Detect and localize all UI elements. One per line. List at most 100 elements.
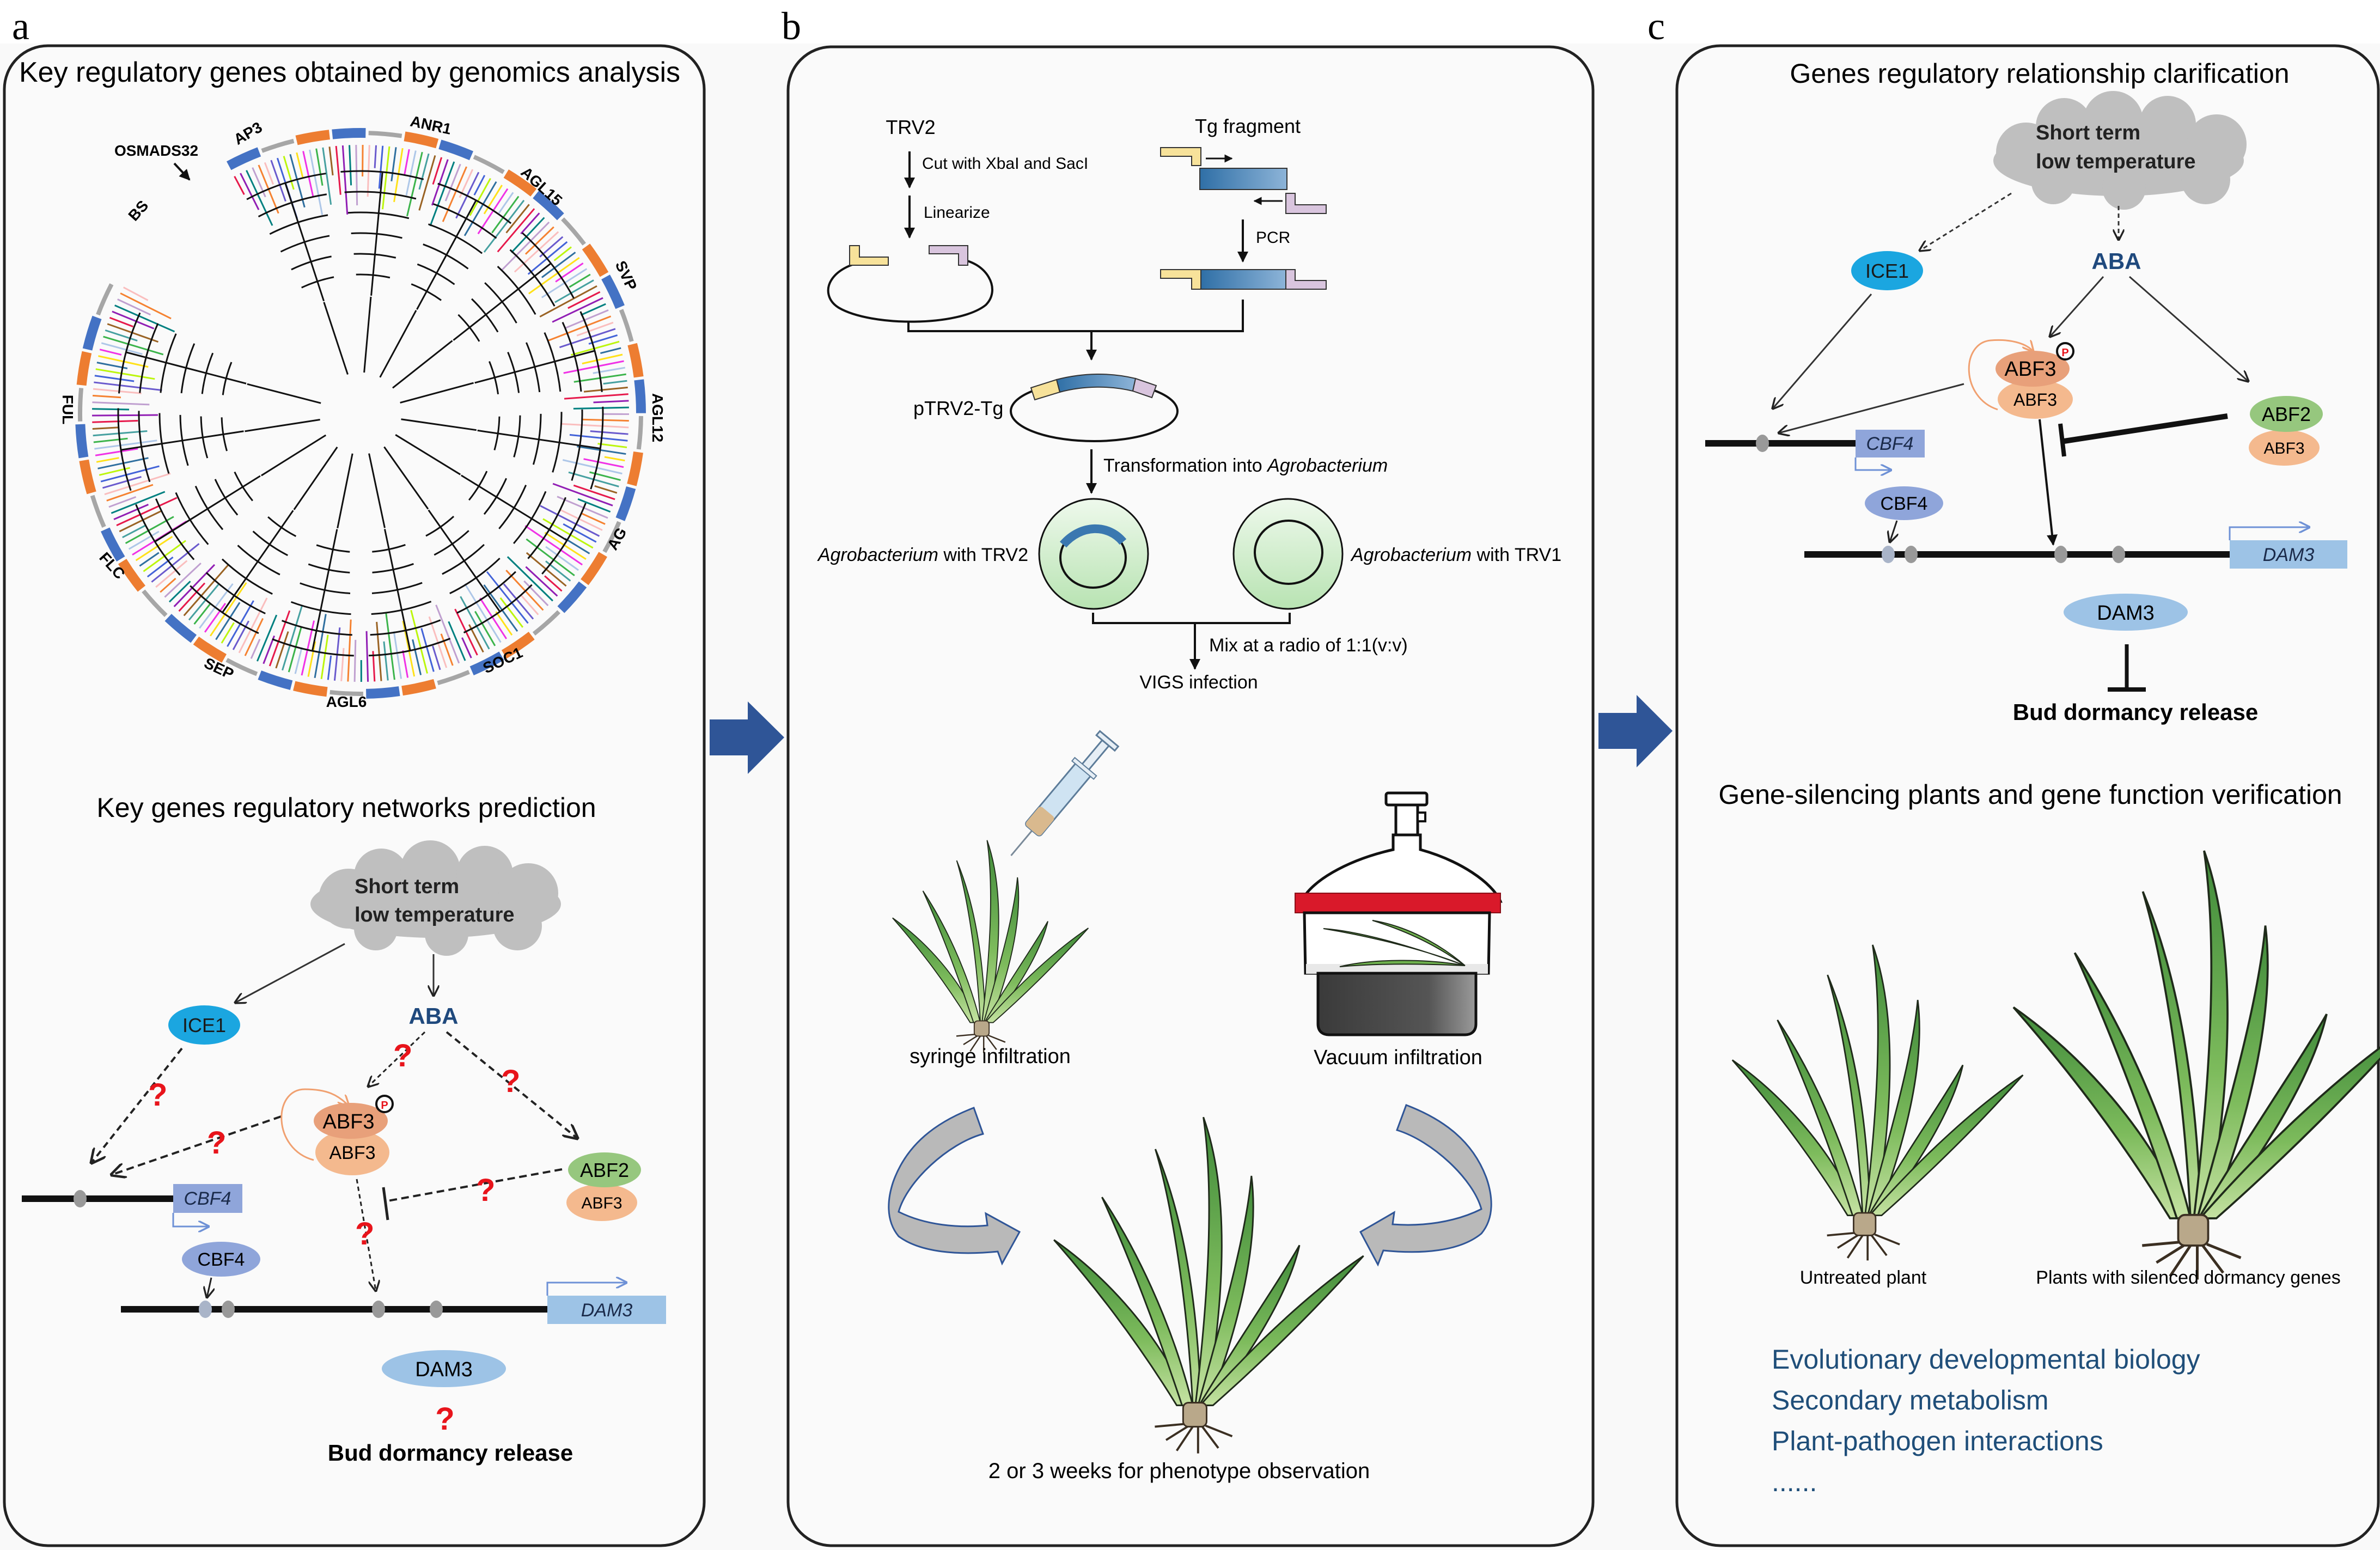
- tree-branch: [368, 453, 386, 528]
- tree-branch: [474, 376, 495, 384]
- tree-branch: [401, 609, 407, 631]
- tree-branch: [245, 561, 259, 579]
- cbf4-gene-label: CBF4: [1866, 434, 1914, 454]
- tree-branch: [548, 529, 567, 541]
- phylogenetic-tree: ANR1AP3OSMADS32BSAGL15SVPAGL12AGSOC1AGL6…: [59, 113, 666, 710]
- abf2-node: [568, 1152, 641, 1187]
- tree-leaf: [524, 226, 554, 255]
- tree-branch: [320, 590, 326, 611]
- tree-branch: [315, 610, 322, 631]
- tree-leaf: [374, 145, 377, 168]
- tree-leaf: [340, 648, 345, 681]
- tree-leaf: [420, 628, 435, 672]
- tree-branch: [475, 577, 489, 595]
- tree-branch: [293, 447, 338, 510]
- abf3-label: ABF3: [329, 1143, 375, 1163]
- tree-leaf: [193, 602, 212, 625]
- tree-branch: [396, 589, 403, 611]
- tree-leaf: [461, 637, 472, 658]
- tree-leaf: [294, 647, 303, 674]
- tree-branch: [531, 518, 550, 530]
- tree-leaf: [320, 634, 329, 679]
- clade-bar: [90, 495, 106, 528]
- question-mark: ?: [435, 1401, 454, 1437]
- tree-leaf: [582, 353, 623, 365]
- tree-leaf: [520, 212, 540, 235]
- clade-bar: [501, 631, 535, 659]
- immersed-plant: [1323, 920, 1466, 967]
- tree-branch: [206, 372, 227, 380]
- ice1-node: [168, 1005, 240, 1045]
- tree-branch: [207, 497, 226, 510]
- question-mark: ?: [501, 1064, 520, 1099]
- pcr-product-right: [1285, 269, 1327, 290]
- tree-leaf: [151, 543, 200, 583]
- agrobacterium-trv2-cell: [1038, 498, 1149, 610]
- tree-branch: [337, 453, 353, 529]
- tree-branch: [507, 351, 520, 393]
- binding-site: [199, 1301, 212, 1318]
- tree-branch: [514, 507, 533, 520]
- tree-branch: [477, 429, 498, 435]
- tree-branch: [518, 435, 539, 441]
- abf3-node: [1998, 380, 2073, 419]
- tree-branch: [502, 288, 519, 303]
- tree-leaf: [600, 347, 621, 355]
- tree-branch: [257, 544, 271, 562]
- tree-leaf: [583, 386, 628, 393]
- clade-bar: [627, 343, 644, 378]
- tree-branch: [487, 594, 501, 612]
- tree-branch: [456, 571, 516, 614]
- clade-label: AGL12: [649, 393, 666, 442]
- tree-leaf: [104, 472, 171, 496]
- tree-leaf: [302, 151, 314, 197]
- tree-branch: [186, 367, 206, 374]
- clade-label: FUL: [59, 395, 76, 424]
- binding-site: [430, 1301, 443, 1318]
- tree-leaf: [289, 154, 306, 208]
- tree-branch: [426, 272, 437, 292]
- clade-bar: [332, 128, 366, 139]
- question-mark: ?: [207, 1125, 226, 1161]
- tree-leaf: [418, 155, 436, 211]
- tree-branch: [353, 253, 396, 259]
- desiccator-plate: [1306, 964, 1488, 974]
- tree-branch: [554, 355, 575, 363]
- transformation-label: Transformation into Agrobacterium: [1103, 455, 1388, 476]
- tree-branch: [155, 498, 195, 560]
- tree-leaf: [263, 635, 276, 664]
- tree-leaf: [178, 582, 206, 612]
- abf2-label: ABF2: [2262, 403, 2311, 425]
- tree-leaf: [564, 393, 628, 400]
- tree-branch: [469, 314, 487, 328]
- tree-leaf: [541, 252, 576, 278]
- tree-leaf: [250, 638, 261, 659]
- tree-leaf: [547, 315, 612, 341]
- binding-site: [372, 1301, 385, 1318]
- flow-arrow-b-to-c: [1598, 695, 1673, 767]
- tree-branch: [513, 415, 521, 457]
- tree-leaf: [483, 584, 518, 632]
- tree-leaf: [393, 148, 404, 203]
- tree-branch: [395, 434, 461, 475]
- tree-leaf: [116, 497, 178, 527]
- tree-branch: [392, 569, 399, 590]
- tree-leaf: [540, 505, 600, 537]
- tree-leaf: [117, 298, 151, 316]
- tree-leaf: [188, 583, 220, 621]
- tree-branch: [141, 443, 162, 448]
- tree-branch: [312, 630, 318, 651]
- dam3-transcription-arrow: [2229, 527, 2309, 540]
- tree-branch: [316, 281, 325, 302]
- linearize-step-label: Linearize: [924, 204, 990, 222]
- clade-bar: [582, 243, 609, 277]
- tree-leaf: [463, 181, 497, 236]
- tree-leaf: [92, 394, 121, 399]
- tree-leaf: [390, 147, 397, 181]
- tree-leaf: [514, 231, 559, 273]
- tree-branch: [370, 274, 374, 296]
- binding-site: [74, 1190, 87, 1207]
- tree-leaf: [593, 400, 629, 404]
- vigs-label: VIGS infection: [1139, 672, 1258, 693]
- tree-leaf: [444, 163, 461, 202]
